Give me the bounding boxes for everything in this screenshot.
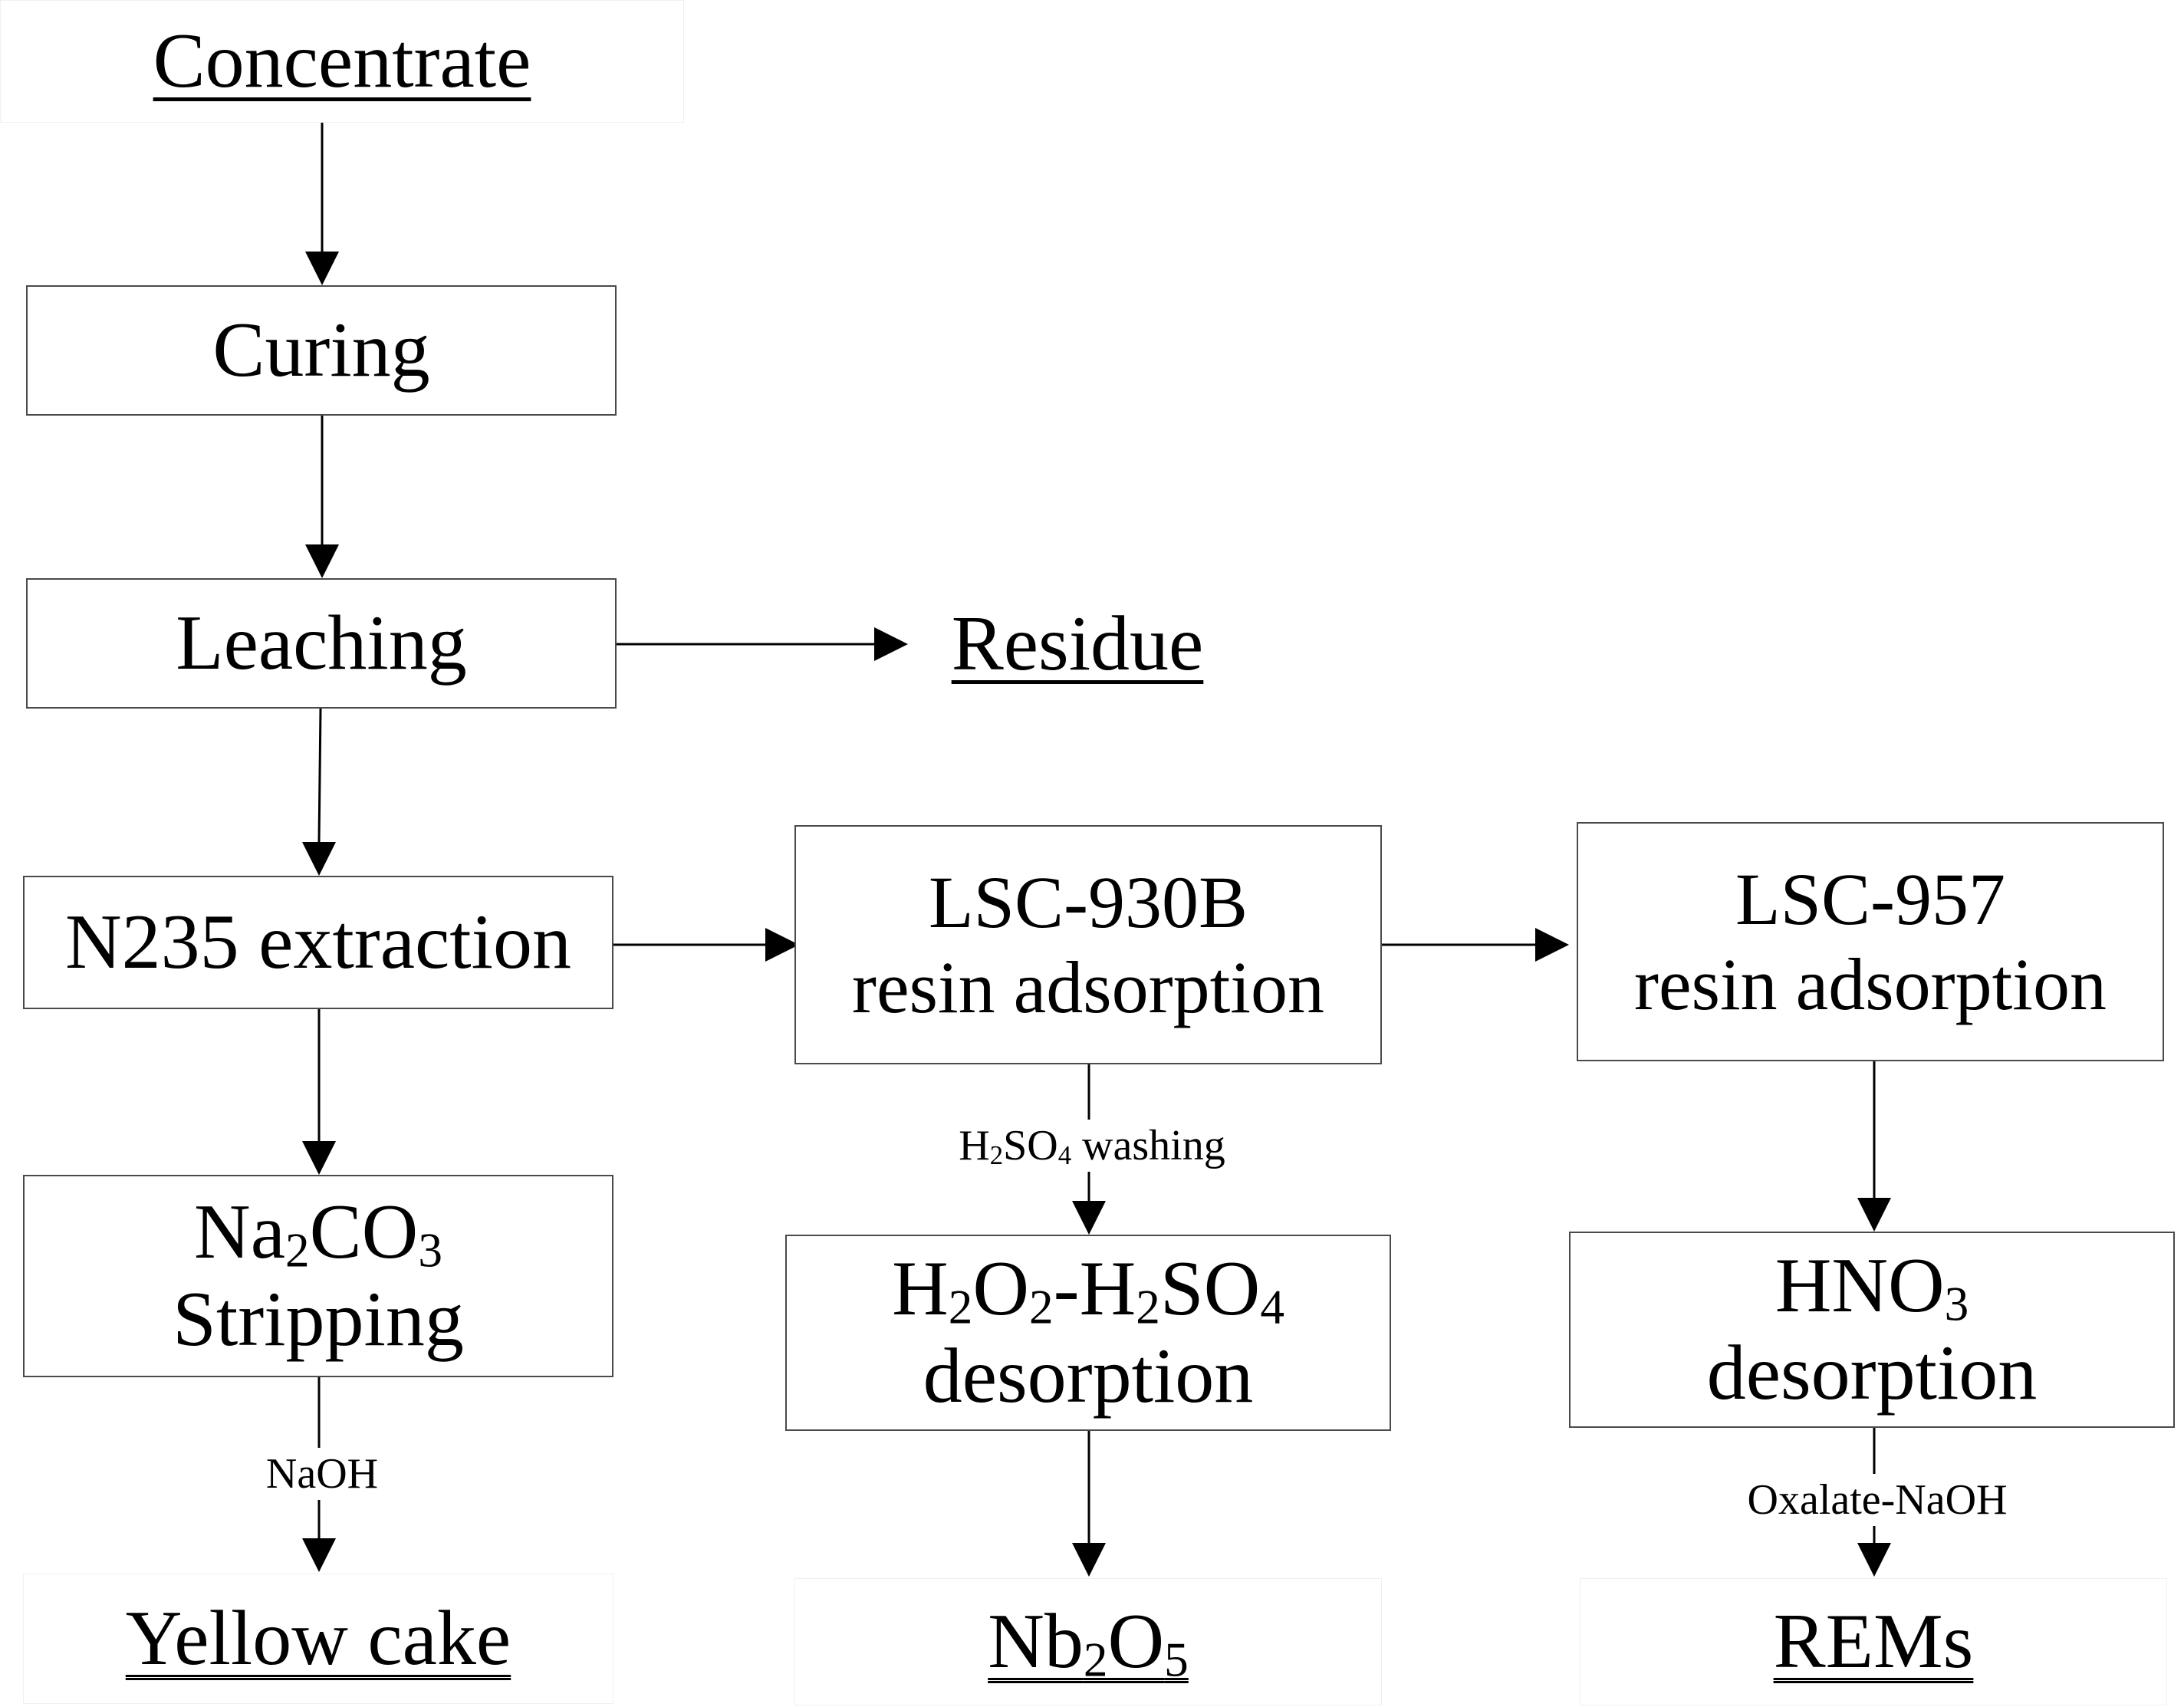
edge-label-oxalate-naoh: Oxalate-NaOH [1713,1474,2041,1526]
step-h2o2-h2so4-desorption: H2O2-H2SO4 desorption [785,1235,1391,1431]
arrowhead-lsc930b [765,928,799,962]
leaching-label: Leaching [176,599,467,686]
step-hno3-desorption: HNO3 desorption [1569,1232,2175,1428]
arrowhead-na2co3 [302,1141,336,1175]
arrowhead-nb2o5 [1072,1543,1106,1577]
lsc930b-label: LSC-930B [928,860,1248,943]
terminal-concentrate: Concentrate [0,0,684,123]
terminal-nb2o5: Nb2O5 [794,1578,1382,1705]
arrowhead-hno3 [1857,1198,1891,1232]
arrowhead-rems [1857,1543,1891,1577]
na2co3-formula: Na2CO3 [194,1188,442,1278]
edge-label-h2so4-washing: H2SO4 washing [928,1120,1256,1172]
step-curing: Curing [26,285,617,416]
step-lsc930b-adsorption: LSC-930B resin adsorption [794,825,1382,1064]
h2o2-h2so4-formula: H2O2-H2SO4 [892,1245,1284,1334]
hno3-formula: HNO3 [1774,1242,1969,1331]
concentrate-label: Concentrate [153,17,531,104]
yellow-cake-label: Yellow cake [125,1594,511,1682]
terminal-residue: Residue [913,590,1242,698]
arrowhead-n235 [302,842,336,876]
step-n235-extraction: N235 extraction [23,876,613,1009]
lsc957-resin-label: resin adsorption [1634,943,2107,1025]
lsc930b-resin-label: resin adsorption [852,946,1324,1028]
lsc957-label: LSC-957 [1735,857,2006,940]
arrowhead-residue [874,627,908,661]
arrowhead-leaching [305,544,339,578]
terminal-rems: REMs [1580,1578,2167,1705]
edge-label-naoh: NaOH [242,1448,402,1500]
terminal-yellow-cake: Yellow cake [23,1574,613,1704]
step-leaching: Leaching [26,578,617,709]
hno3-desorption-label: desorption [1706,1330,2038,1416]
step-na2co3-stripping: Na2CO3 Stripping [23,1175,613,1377]
arrow-leaching-n235 [317,708,322,843]
h2o2-desorption-label: desorption [923,1333,1254,1419]
stripping-label: Stripping [173,1276,464,1363]
curing-label: Curing [212,306,430,393]
rems-label: REMs [1773,1597,1974,1685]
n235-label: N235 extraction [65,898,571,985]
step-lsc957-adsorption: LSC-957 resin adsorption [1577,822,2164,1061]
arrowhead-curing [305,252,339,285]
residue-label: Residue [951,600,1204,687]
nb2o5-label: Nb2O5 [988,1597,1189,1687]
arrowhead-h2o2 [1072,1201,1106,1235]
arrowhead-yellowcake [302,1538,336,1572]
arrowhead-lsc957 [1535,928,1569,962]
